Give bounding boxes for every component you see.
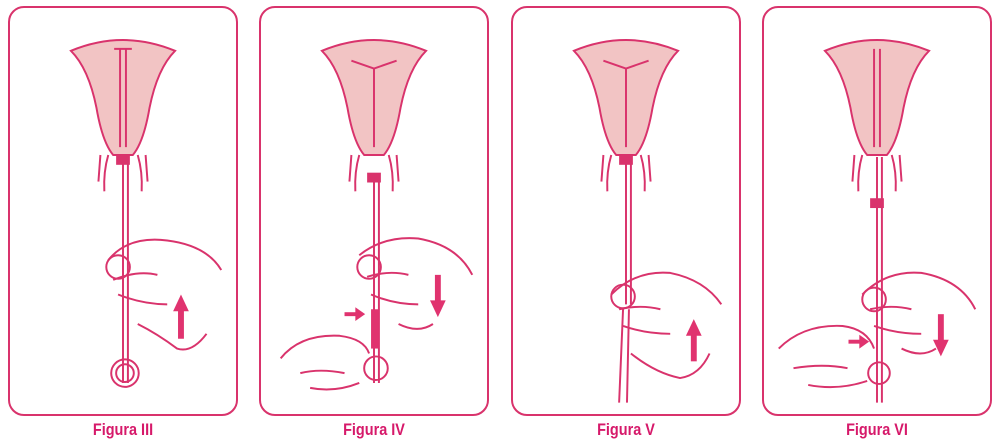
cervix-left [98, 155, 108, 191]
arrow-down [430, 275, 446, 317]
arrow-up [173, 295, 189, 339]
caption-figure-iii: Figura III [25, 420, 221, 440]
figure-panel-iv [259, 6, 489, 416]
lower-hand [779, 326, 874, 387]
hand [108, 240, 221, 350]
uterus-outline [825, 40, 929, 155]
iud-insertion-illustration-vi [764, 8, 990, 414]
iud-insertion-illustration-v [513, 8, 739, 414]
cervix-right [138, 155, 148, 191]
arrow-up [686, 319, 702, 361]
iud-insertion-illustration-iv [261, 8, 487, 414]
ring-handle [364, 356, 388, 380]
upper-hand [862, 273, 975, 354]
flange-marker [870, 198, 884, 208]
uterus-outline [71, 40, 175, 155]
caption-figure-v: Figura V [528, 420, 724, 440]
figure-panel-vi [762, 6, 992, 416]
flange-marker [367, 173, 381, 183]
flange-marker [619, 155, 633, 165]
side-arrow-right [345, 307, 366, 321]
lower-hand [281, 336, 369, 390]
flange-marker [116, 155, 130, 165]
caption-figure-iv: Figura IV [276, 420, 472, 440]
figure-panel-iii [8, 6, 238, 416]
figure-panel-v [511, 6, 741, 416]
iud-insertion-illustration-iii [10, 8, 236, 414]
caption-figure-vi: Figura VI [779, 420, 975, 440]
